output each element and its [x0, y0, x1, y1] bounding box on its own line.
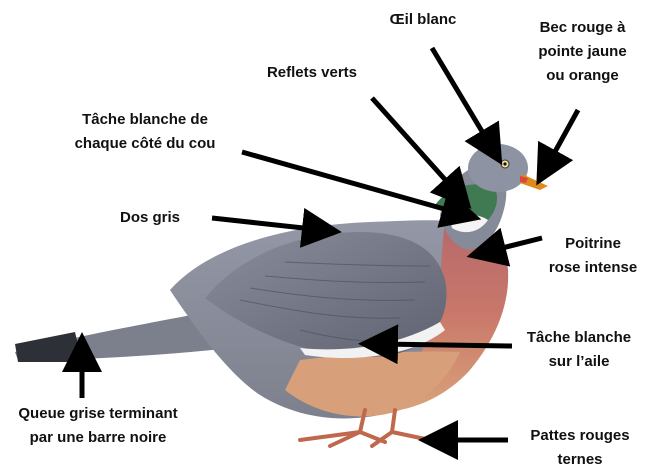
arrow-dos	[212, 218, 322, 230]
arrow-bec	[546, 110, 578, 168]
label-reflets-verts: Reflets verts	[247, 61, 377, 85]
label-oeil-blanc: Œil blanc	[368, 8, 478, 32]
label-bec: Bec rouge à pointe jaune ou orange	[520, 16, 645, 88]
bird-illustration	[15, 144, 548, 446]
label-queue: Queue grise terminant par une barre noir…	[0, 402, 196, 450]
label-pattes: Pattes rouges ternes	[515, 424, 645, 472]
label-poitrine: Poitrine rose intense	[538, 232, 648, 280]
head	[468, 144, 528, 192]
arrow-tache-aile	[378, 344, 512, 346]
arrow-reflets	[372, 98, 458, 194]
label-tache-cou: Tâche blanche de chaque côté du cou	[45, 108, 245, 156]
label-tache-aile: Tâche blanche sur l’aile	[514, 326, 644, 374]
tail-black-bar	[15, 332, 82, 362]
arrow-oeil	[432, 48, 492, 148]
label-dos-gris: Dos gris	[100, 206, 200, 230]
